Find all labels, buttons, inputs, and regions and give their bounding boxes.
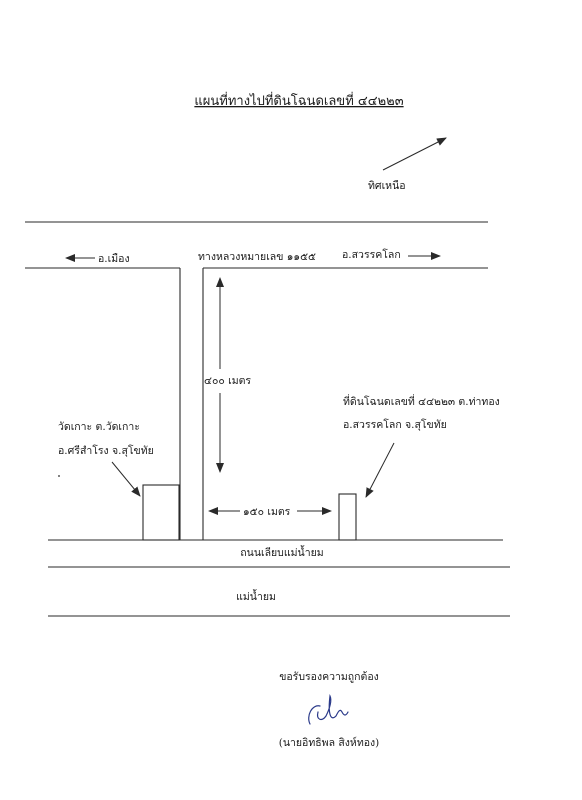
land-parcel <box>338 493 357 541</box>
signature-icon <box>308 693 349 725</box>
label-distance-horizontal: ๑๕๐ เมตร <box>243 506 291 518</box>
pointer-land-icon <box>365 442 395 498</box>
label-wat-line2: อ.ศรีสำโรง จ.สุโขทัย <box>58 444 154 457</box>
label-river-road: ถนนเลียบแม่น้ำยม <box>240 545 323 559</box>
map-title: แผนที่ทางไปที่ดินโฉนดเลขที่ ๔๔๒๒๓ <box>194 92 403 109</box>
label-land-line2: อ.สวรรคโลก จ.สุโขทัย <box>343 418 447 431</box>
pointer-wat-icon <box>111 461 141 497</box>
label-to-mueang: อ.เมือง <box>98 252 130 265</box>
label-river: แม่น้ำยม <box>236 589 276 603</box>
label-wat-line1: วัดเกาะ ต.วัดเกาะ <box>58 421 140 433</box>
north-label: ทิศเหนือ <box>368 179 406 192</box>
certification-text: ขอรับรองความถูกต้อง <box>279 671 379 683</box>
label-to-sawankhalok: อ.สวรรคโลก <box>342 248 401 261</box>
mark-dot <box>58 475 60 477</box>
label-distance-vertical: ๔๐๐ เมตร <box>204 375 251 387</box>
label-highway: ทางหลวงหมายเลข ๑๑๕๕ <box>198 251 316 263</box>
wat-ko-block <box>142 484 180 541</box>
north-arrow-icon <box>382 137 447 171</box>
label-land-line1: ที่ดินโฉนดเลขที่ ๔๔๒๒๓ ต.ท่าทอง <box>343 394 500 408</box>
signatory-name: (นายอิทธิพล สิงห์ทอง) <box>279 736 380 749</box>
